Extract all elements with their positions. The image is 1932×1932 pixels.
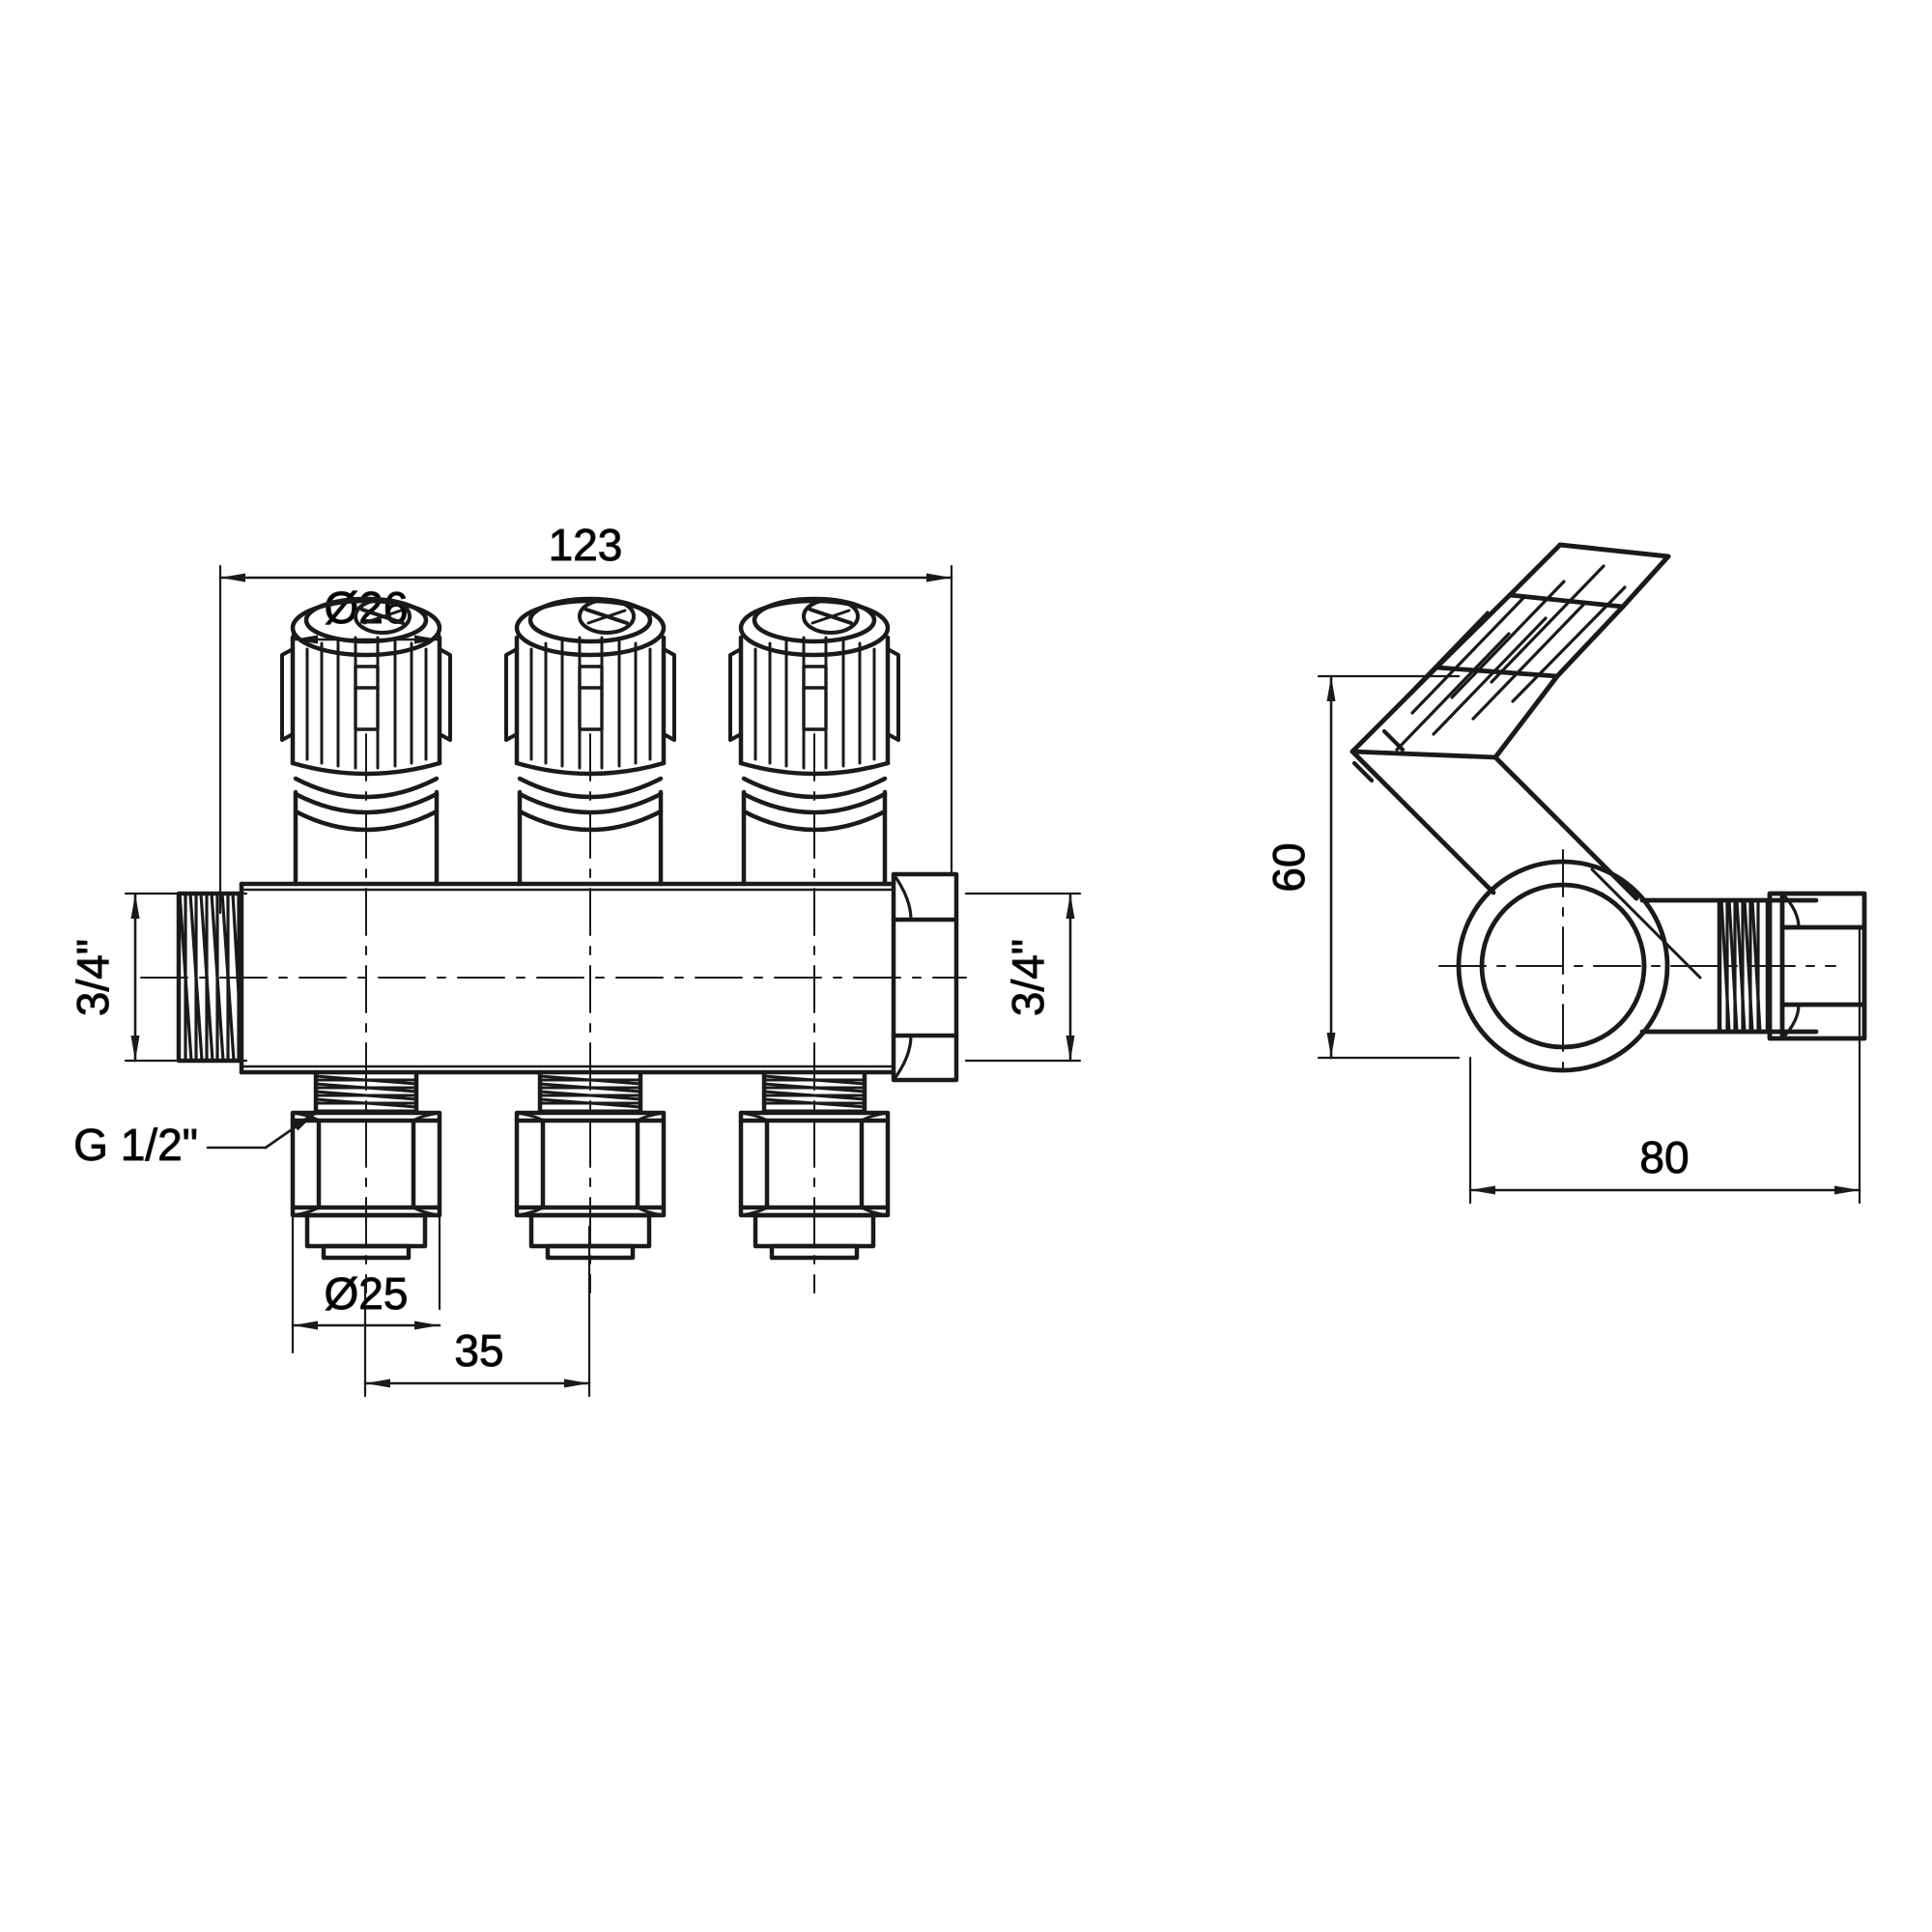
- dimension-outlet-thread-right-text: 3/4": [1003, 939, 1053, 1016]
- dimension-branch-thread-leader: [206, 1111, 318, 1150]
- strainer-union-nut: [1767, 891, 1867, 1041]
- strainer-filter-cap: [1350, 542, 1671, 783]
- dimension-overall-length-text: 123: [549, 520, 623, 570]
- valve-assembly-1: [280, 596, 452, 887]
- strainer-body: [1350, 749, 1819, 1073]
- branch-outlet-2: [514, 1069, 667, 1261]
- dimension-knob-diameter-text: Ø26: [325, 582, 409, 633]
- branch-outlet-1: [290, 1069, 442, 1261]
- dimension-inlet-thread-left-text: 3/4": [68, 939, 118, 1016]
- dimension-strainer-length-text: 80: [1639, 1132, 1689, 1182]
- centerlines-vertical-branches: [365, 733, 815, 1293]
- outlet-hex-nut-right: [891, 871, 959, 1083]
- valve-assembly-3: [728, 596, 900, 887]
- dimension-branch-spacing-text: 35: [454, 1325, 503, 1376]
- valve-assembly-2: [504, 596, 676, 887]
- dimension-branch-thread-text: G 1/2": [73, 1120, 198, 1170]
- branch-outlet-3: [738, 1069, 891, 1261]
- dimension-strainer-height-text: 60: [1264, 842, 1314, 892]
- extension-lines-strainer: [1317, 674, 1861, 1205]
- inlet-male-thread-left: [176, 891, 244, 1064]
